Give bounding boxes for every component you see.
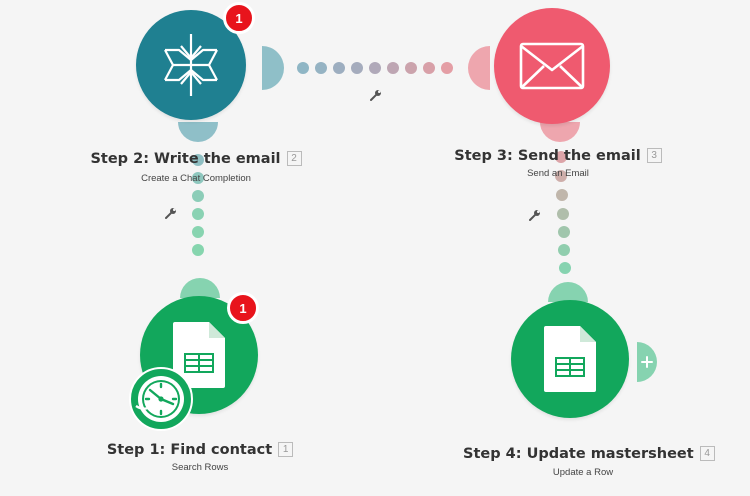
module-title-row: Step 1: Find contact 1 bbox=[80, 441, 320, 459]
route-dot[interactable] bbox=[369, 62, 381, 74]
module-title: Step 4: Update mastersheet bbox=[463, 446, 694, 462]
route-1-2[interactable] bbox=[192, 154, 204, 256]
route-dot[interactable] bbox=[333, 62, 345, 74]
route-3-4[interactable] bbox=[555, 151, 571, 274]
module-title-row: Step 4: Update mastersheet 4 bbox=[463, 445, 715, 463]
module-step-1[interactable]: 1 Step 1: Find contact 1 Search Rows bbox=[80, 270, 320, 480]
input-handle[interactable] bbox=[468, 44, 492, 92]
notification-badge[interactable]: 1 bbox=[227, 292, 259, 324]
route-dot[interactable] bbox=[387, 62, 399, 74]
output-handle[interactable] bbox=[538, 108, 582, 152]
module-step-4[interactable]: Step 4: Update mastersheet 4 Update a Row bbox=[463, 270, 715, 480]
module-circle[interactable] bbox=[494, 8, 610, 124]
route-dot[interactable] bbox=[558, 226, 570, 238]
route-dot[interactable] bbox=[297, 62, 309, 74]
openai-logo-icon bbox=[164, 34, 218, 96]
module-number: 3 bbox=[646, 148, 662, 163]
route-dot[interactable] bbox=[423, 62, 435, 74]
route-dot[interactable] bbox=[192, 208, 204, 220]
google-sheets-icon bbox=[544, 326, 596, 392]
route-dot[interactable] bbox=[192, 244, 204, 256]
output-handle[interactable] bbox=[260, 44, 284, 92]
route-dot[interactable] bbox=[351, 62, 363, 74]
input-handle[interactable] bbox=[176, 108, 220, 152]
module-step-2[interactable]: 1 Step 2: Write the email 2 Create a Chat… bbox=[76, 0, 316, 190]
plus-icon bbox=[641, 356, 653, 368]
module-number: 2 bbox=[286, 151, 302, 166]
route-dot[interactable] bbox=[315, 62, 327, 74]
route-dot[interactable] bbox=[556, 189, 568, 201]
wrench-icon[interactable] bbox=[370, 89, 382, 101]
module-title: Step 1: Find contact bbox=[106, 442, 273, 458]
module-subtitle: Update a Row bbox=[552, 467, 614, 478]
google-sheets-icon bbox=[173, 322, 225, 388]
module-subtitle: Send an Email bbox=[527, 168, 589, 179]
input-handle[interactable] bbox=[178, 274, 222, 300]
route-2-3[interactable] bbox=[297, 62, 453, 74]
route-dot[interactable] bbox=[192, 172, 204, 184]
module-circle[interactable] bbox=[511, 300, 629, 418]
module-subtitle: Create a Chat Completion bbox=[141, 173, 251, 184]
module-title-row: Step 2: Write the email 2 bbox=[76, 150, 316, 168]
route-dot[interactable] bbox=[557, 208, 569, 220]
module-step-3[interactable]: Step 3: Send the email 3 Send an Email bbox=[438, 0, 678, 185]
input-handle[interactable] bbox=[546, 278, 590, 304]
schedule-clock-icon[interactable] bbox=[128, 366, 194, 432]
module-title: Step 3: Send the email bbox=[454, 148, 641, 164]
notification-badge[interactable]: 1 bbox=[223, 2, 255, 34]
route-dot[interactable] bbox=[405, 62, 417, 74]
route-dot[interactable] bbox=[555, 170, 567, 182]
route-dot[interactable] bbox=[192, 226, 204, 238]
wrench-icon[interactable] bbox=[529, 209, 541, 221]
route-dot[interactable] bbox=[192, 154, 204, 166]
module-subtitle: Search Rows bbox=[171, 462, 229, 473]
module-number: 4 bbox=[699, 446, 715, 461]
route-dot[interactable] bbox=[558, 244, 570, 256]
route-dot[interactable] bbox=[559, 262, 571, 274]
module-title: Step 2: Write the email bbox=[90, 151, 281, 167]
module-title-row: Step 3: Send the email 3 bbox=[438, 147, 678, 165]
route-dot[interactable] bbox=[441, 62, 453, 74]
module-number: 1 bbox=[278, 442, 294, 457]
add-module-button[interactable] bbox=[635, 340, 659, 384]
route-dot[interactable] bbox=[555, 151, 567, 163]
wrench-icon[interactable] bbox=[165, 207, 177, 219]
route-dot[interactable] bbox=[192, 190, 204, 202]
envelope-icon bbox=[519, 42, 585, 90]
